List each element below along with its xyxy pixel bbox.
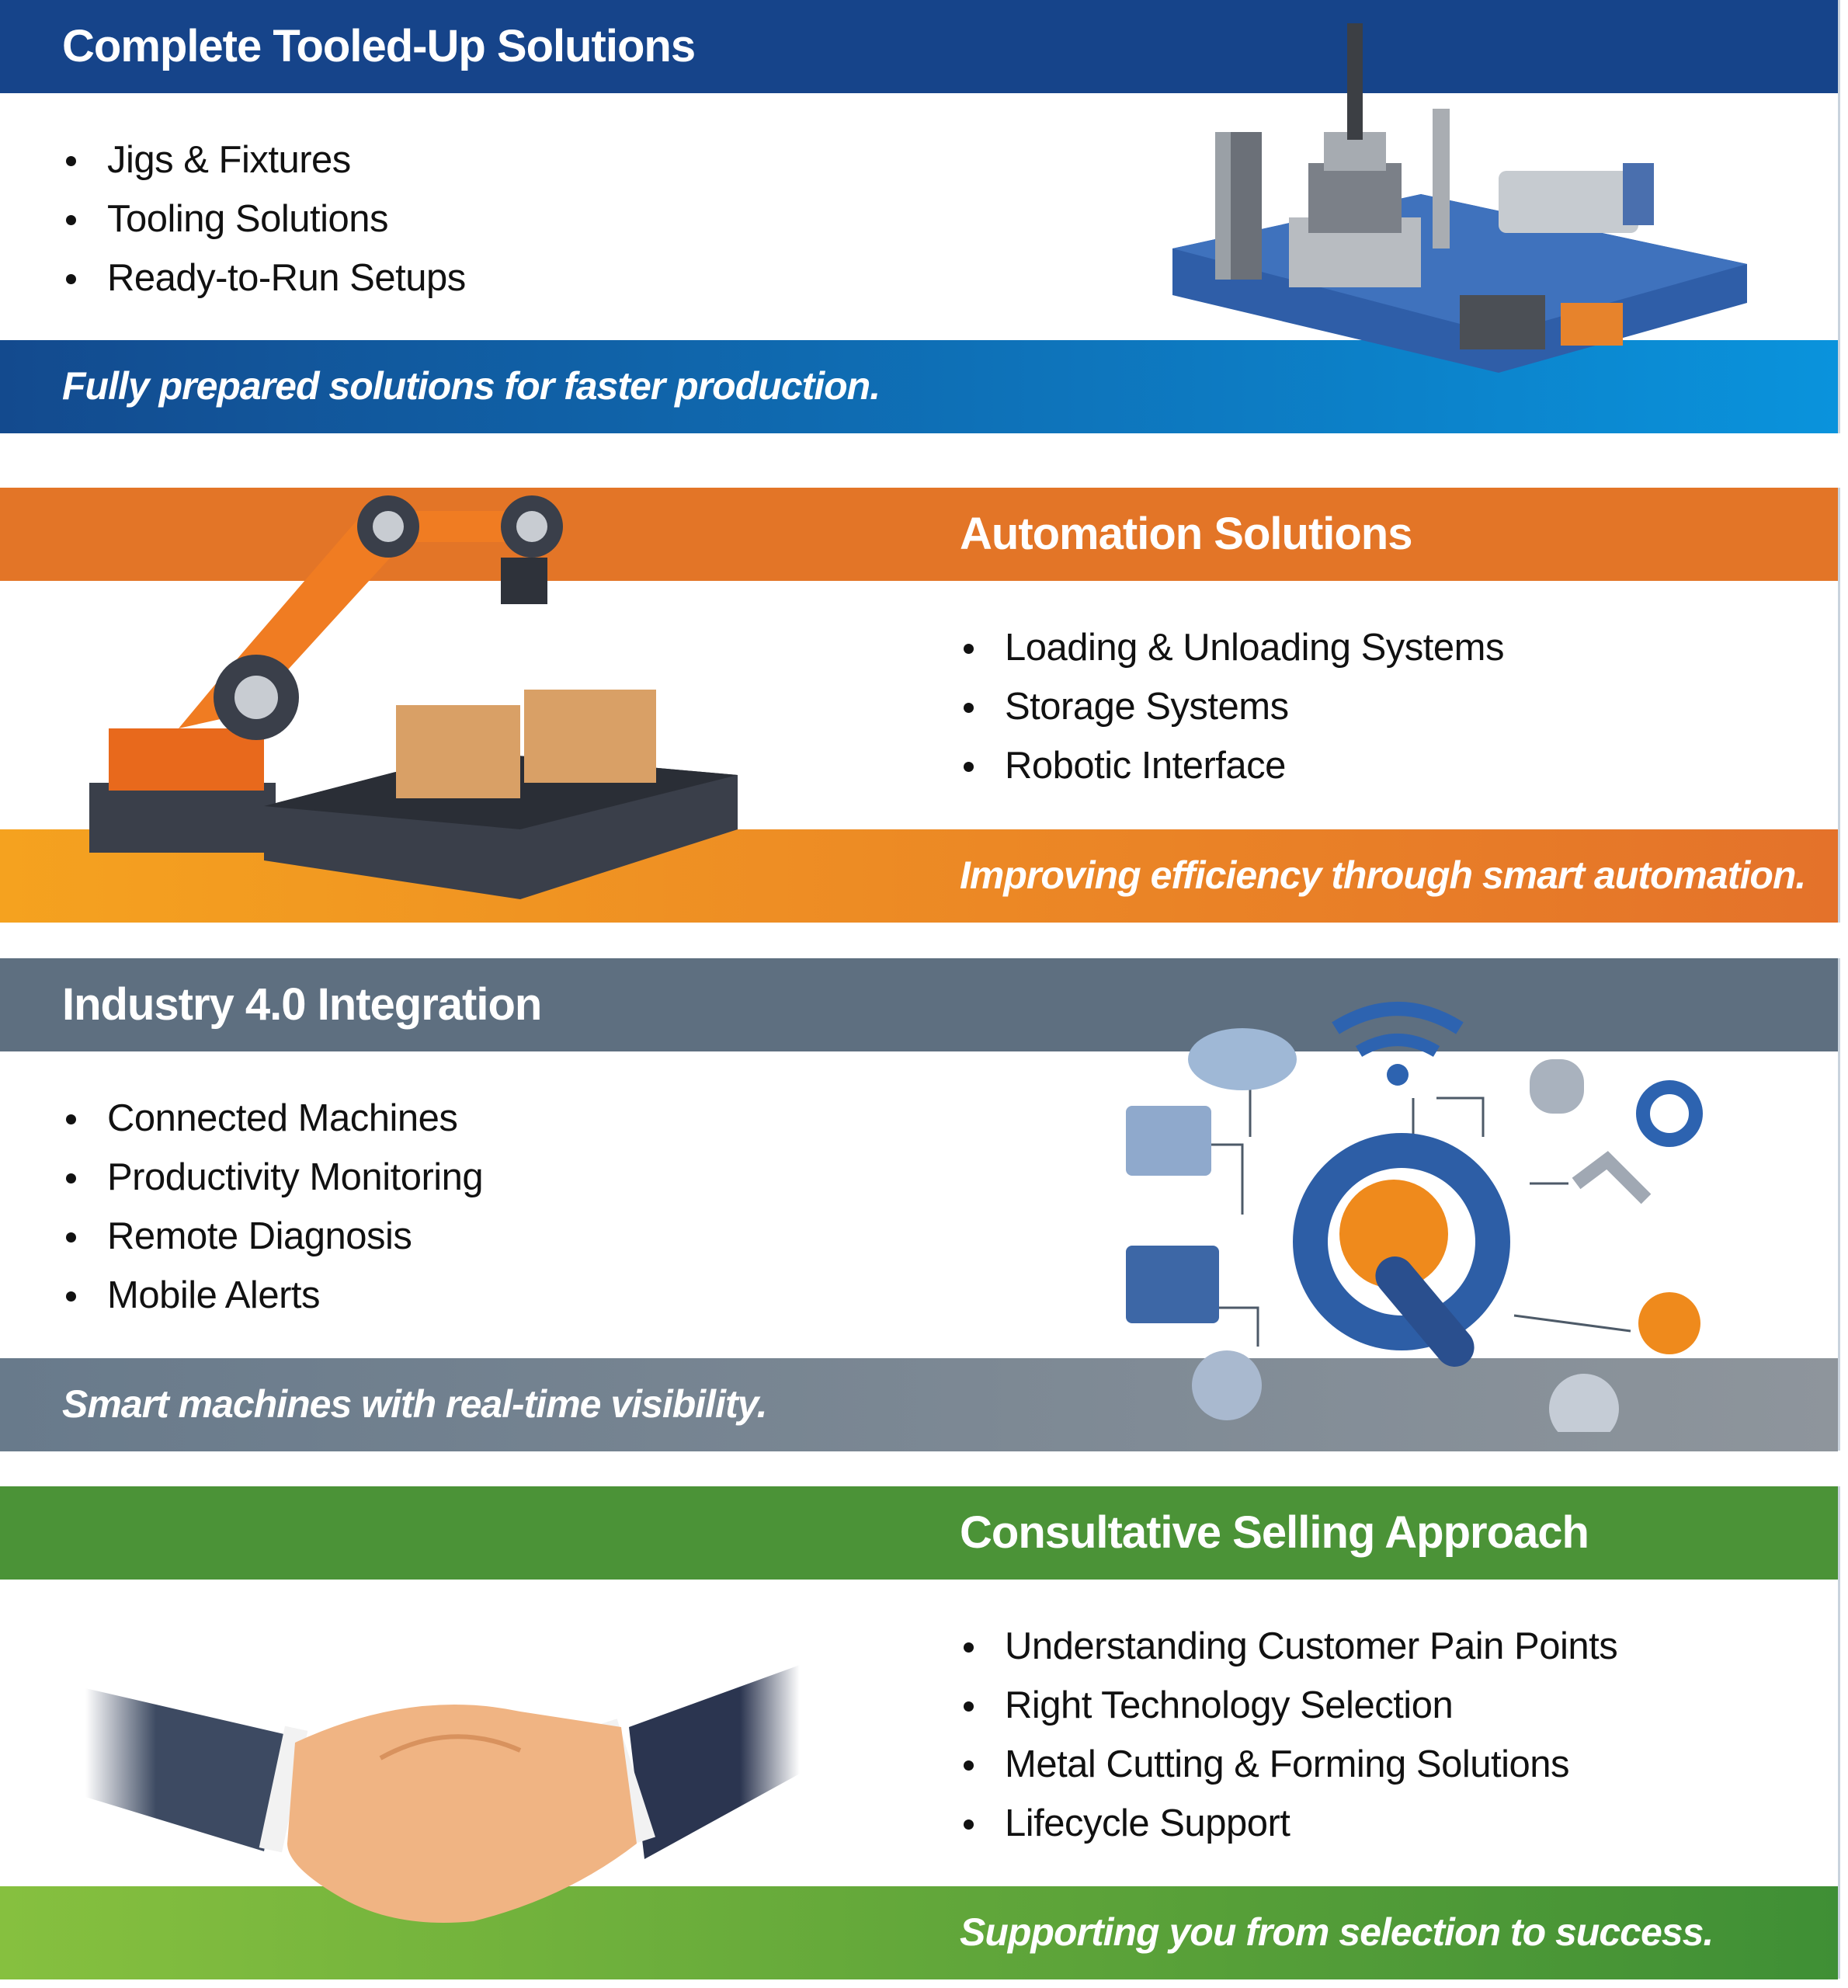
gear-network-icon (1126, 1002, 1703, 1432)
list-item: Productivity Monitoring (62, 1148, 484, 1207)
section-footer: Fully prepared solutions for faster prod… (0, 340, 1838, 433)
section-title: Consultative Selling Approach (960, 1507, 1589, 1558)
section-automation: Automation Solutions Loading & Unloading… (0, 488, 1840, 923)
section-footer: Supporting you from selection to success… (0, 1886, 1838, 1979)
list-item: Lifecycle Support (960, 1794, 1617, 1853)
list-item: Metal Cutting & Forming Solutions (960, 1735, 1617, 1794)
section-consultative-selling: Consultative Selling Approach Understand… (0, 1486, 1840, 1979)
section-footer: Smart machines with real-time visibility… (0, 1358, 1838, 1451)
list-item: Storage Systems (960, 677, 1504, 736)
machining-fixture-icon (1172, 23, 1747, 373)
list-item: Right Technology Selection (960, 1676, 1617, 1735)
tagline: Fully prepared solutions for faster prod… (62, 364, 881, 408)
list-item: Connected Machines (62, 1089, 483, 1148)
section-header: Automation Solutions (0, 488, 1838, 581)
section-title: Industry 4.0 Integration (62, 979, 542, 1030)
tagline: Supporting you from selection to success… (960, 1910, 1714, 1954)
section-tooled-up: Complete Tooled-Up Solutions Jigs & Fixt… (0, 0, 1840, 433)
section-title: Automation Solutions (960, 509, 1412, 559)
list-item: Robotic Interface (960, 736, 1504, 795)
tagline: Improving efficiency through smart autom… (960, 853, 1806, 897)
section-header: Industry 4.0 Integration (0, 958, 1838, 1051)
list-item: Mobile Alerts (62, 1266, 483, 1325)
section-title: Complete Tooled-Up Solutions (62, 21, 696, 71)
list-item: Ready-to-Run Setups (62, 248, 466, 308)
tagline: Smart machines with real-time visibility… (62, 1382, 767, 1426)
handshake-icon (85, 1665, 800, 1923)
feature-list: Jigs & Fixtures Tooling Solutions Ready-… (62, 130, 466, 308)
list-item: Jigs & Fixtures (62, 130, 466, 189)
list-item: Tooling Solutions (62, 189, 466, 248)
section-industry-40: Industry 4.0 Integration Connected Machi… (0, 958, 1840, 1451)
section-header: Consultative Selling Approach (0, 1486, 1838, 1580)
robot-arm-icon (89, 495, 738, 899)
feature-list: Loading & Unloading Systems Storage Syst… (960, 618, 1504, 795)
section-header: Complete Tooled-Up Solutions (0, 0, 1838, 93)
list-item: Remote Diagnosis (62, 1207, 483, 1266)
list-item: Loading & Unloading Systems (960, 618, 1504, 677)
feature-list: Understanding Customer Pain Points Right… (960, 1617, 1618, 1853)
list-item: Understanding Customer Pain Points (960, 1617, 1618, 1676)
feature-list: Connected Machines Productivity Monitori… (62, 1089, 484, 1325)
